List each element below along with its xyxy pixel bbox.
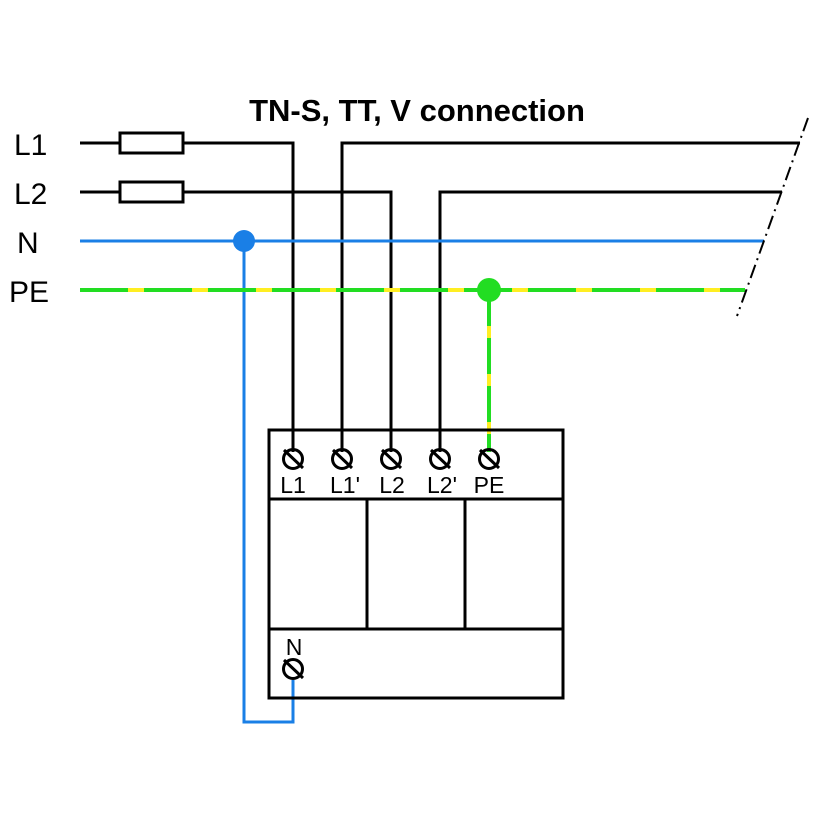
pe-junction-dot	[477, 278, 501, 302]
terminal-label-pe: PE	[474, 472, 505, 498]
conductor-l2-out	[438, 190, 782, 452]
bus-label-pe: PE	[9, 276, 49, 309]
terminal-label-l2-prime: L2'	[427, 472, 457, 498]
bus-label-n: N	[17, 227, 39, 260]
terminal-l1[interactable]	[282, 448, 305, 470]
n-junction-dot	[233, 230, 255, 252]
fuse-l2	[118, 180, 185, 204]
surge-protection-device	[267, 428, 565, 700]
terminal-label-l2: L2	[379, 472, 405, 498]
terminal-label-n: N	[286, 634, 303, 660]
terminal-l1-prime[interactable]	[331, 448, 354, 470]
terminal-l2[interactable]	[380, 448, 403, 470]
diagram-title: TN-S, TT, V connection	[249, 93, 585, 128]
conductor-l1-out	[340, 141, 800, 452]
terminal-pe[interactable]	[478, 448, 501, 470]
terminal-l2-prime[interactable]	[429, 448, 452, 470]
bus-label-l2: L2	[14, 178, 47, 211]
terminal-n[interactable]	[282, 658, 305, 680]
conductor-l1	[80, 131, 295, 452]
terminal-label-l1-prime: L1'	[330, 472, 360, 498]
conductor-n	[80, 230, 764, 724]
conductor-pe	[80, 278, 745, 452]
conductor-l2	[80, 180, 393, 452]
break-line	[736, 117, 809, 317]
terminal-label-l1: L1	[280, 472, 306, 498]
bus-label-l1: L1	[14, 129, 47, 162]
fuse-l1	[118, 131, 185, 155]
